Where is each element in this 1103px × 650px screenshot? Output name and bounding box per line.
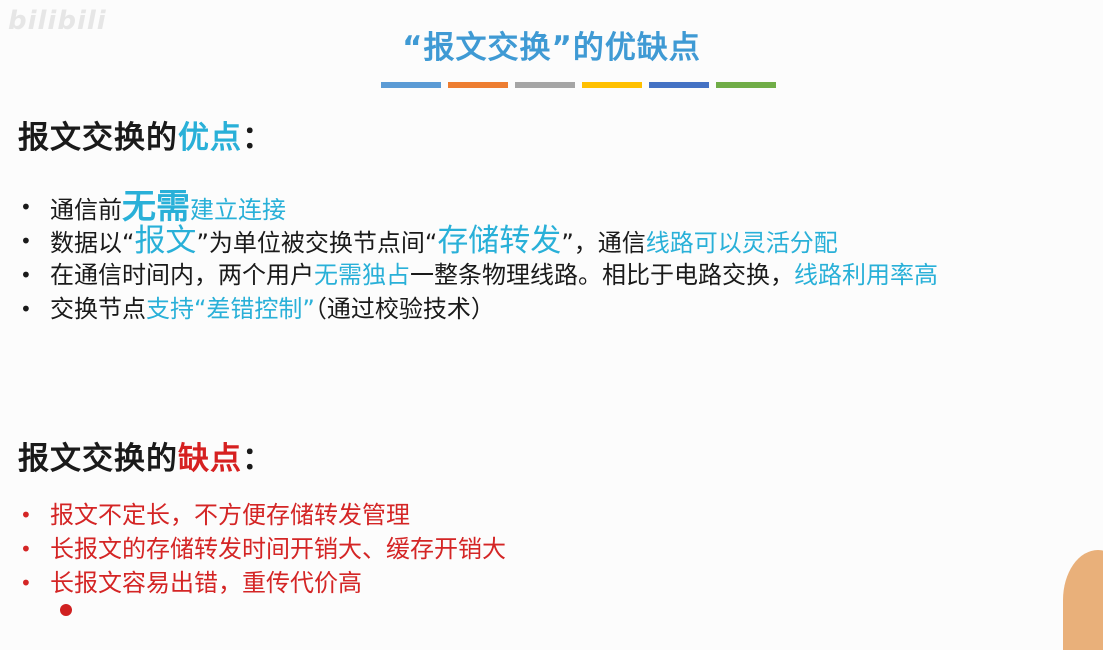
corner-red-mark <box>60 604 72 616</box>
color-bar-segment <box>515 82 575 88</box>
disadvantage-item: • 长报文容易出错，重传代价高 <box>18 566 506 600</box>
advantage-text-segment: 在通信时间内，两个用户 <box>50 261 314 289</box>
disadvantages-list: • 报文不定长，不方便存储转发管理 • 长报文的存储转发时间开销大、缓存开销大 • 长报文… <box>18 498 506 600</box>
advantage-text-segment: （通过校验技术） <box>314 295 495 323</box>
color-bar-segment <box>381 82 441 88</box>
slide-title: “报文交换”的优缺点 <box>402 30 701 66</box>
advantage-text-segment: 线路利用率高 <box>794 261 938 289</box>
advantages-heading-highlight: 优点 <box>178 120 242 156</box>
advantage-item: • 数据以“报文”为单位被交换节点间“存储转发”，通信线路可以灵活分配 <box>18 224 938 258</box>
advantage-text-segment: 通信前 <box>50 196 122 224</box>
disadvantages-heading: 报文交换的缺点： <box>18 433 274 478</box>
advantages-heading-suffix: ： <box>242 120 274 156</box>
disadvantage-text: 报文不定长，不方便存储转发管理 <box>50 501 410 529</box>
bullet: • <box>20 571 32 595</box>
presenter-figure <box>1063 550 1103 650</box>
disadvantage-item: • 长报文的存储转发时间开销大、缓存开销大 <box>18 532 506 566</box>
advantage-text-segment: 存储转发 <box>437 223 562 259</box>
advantage-text-segment: 支持“差错控制” <box>146 295 315 323</box>
bullet: • <box>20 297 32 321</box>
advantage-item: • 交换节点支持“差错控制”（通过校验技术） <box>18 292 938 326</box>
color-bar-segment <box>582 82 642 88</box>
advantages-heading-prefix: 报文交换的 <box>18 120 178 156</box>
advantage-text-segment: 报文 <box>134 223 197 259</box>
advantage-text-segment: 交换节点 <box>50 295 146 323</box>
bullet: • <box>20 195 32 219</box>
color-bar-segment <box>448 82 508 88</box>
advantage-text-segment: 无需 <box>122 187 190 227</box>
advantage-text-segment: 线路可以灵活分配 <box>645 229 838 257</box>
color-bar-segment <box>649 82 709 88</box>
advantage-item: • 在通信时间内，两个用户无需独占一整条物理线路。相比于电路交换，线路利用率高 <box>18 258 938 292</box>
disadvantages-heading-highlight: 缺点 <box>178 441 242 477</box>
bullet: • <box>20 503 32 527</box>
disadvantages-heading-prefix: 报文交换的 <box>18 441 178 477</box>
advantage-text-segment: 数据以“ <box>50 229 135 257</box>
disadvantage-item: • 报文不定长，不方便存储转发管理 <box>18 498 506 532</box>
color-bar-segment <box>716 82 776 88</box>
disadvantages-heading-suffix: ： <box>242 441 274 477</box>
bullet: • <box>20 263 32 287</box>
disadvantage-text: 长报文的存储转发时间开销大、缓存开销大 <box>50 535 506 563</box>
advantage-text-segment: ”为单位被交换节点间“ <box>196 229 438 257</box>
advantage-item: • 通信前无需建立连接 <box>18 190 938 224</box>
title-color-bar <box>381 82 776 88</box>
advantage-text-segment: 建立连接 <box>190 196 286 224</box>
advantage-text-segment: ”，通信 <box>561 229 646 257</box>
advantage-text-segment: 无需独占 <box>314 261 410 289</box>
disadvantage-text: 长报文容易出错，重传代价高 <box>50 569 362 597</box>
bullet: • <box>20 537 32 561</box>
bullet: • <box>20 229 32 253</box>
bilibili-watermark: bilibili <box>8 6 107 36</box>
advantages-list: • 通信前无需建立连接 • 数据以“报文”为单位被交换节点间“存储转发”，通信线路可以… <box>18 190 938 326</box>
advantages-heading: 报文交换的优点： <box>18 112 274 157</box>
advantage-text-segment: 一整条物理线路。相比于电路交换， <box>410 261 794 289</box>
